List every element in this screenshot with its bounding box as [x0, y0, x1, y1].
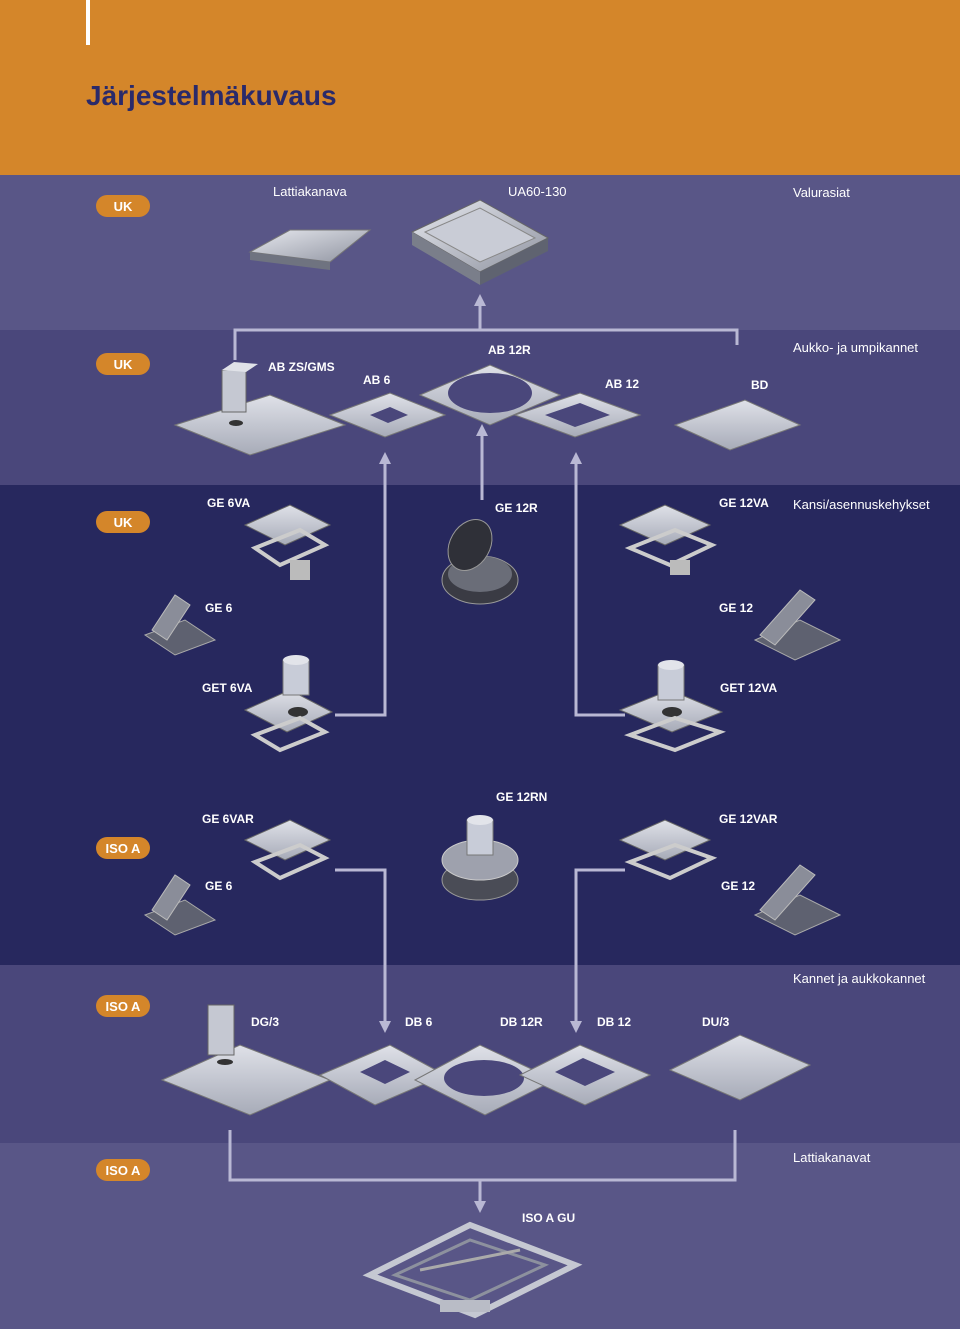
connector-right-low: [574, 868, 625, 1025]
db12-image: [518, 1044, 652, 1106]
db12r-image: [413, 1044, 557, 1116]
page-title: Järjestelmäkuvaus: [86, 80, 337, 111]
bd-label: BD: [751, 378, 769, 392]
section1-badge: UK: [96, 195, 150, 217]
ab-zs-gms-label: AB ZS/GMS: [268, 360, 335, 374]
connector-right-mid: [574, 460, 625, 717]
du3-label: DU/3: [702, 1015, 730, 1029]
section3-badge: UK: [96, 511, 150, 533]
ge12-iso-image: [753, 864, 842, 936]
connector-bottom: [228, 1130, 737, 1182]
db6-label: DB 6: [405, 1015, 433, 1029]
section-band-6: [0, 1143, 960, 1329]
ge12rn-image: [441, 815, 519, 901]
lattiakanava-image: [248, 229, 372, 270]
ab12r-image: [418, 364, 562, 426]
db12-label: DB 12: [597, 1015, 632, 1029]
ge12-label: GE 12: [719, 601, 754, 615]
ge6va-label: GE 6VA: [207, 496, 251, 510]
ab6-label: AB 6: [363, 373, 391, 387]
ge12var-label: GE 12VAR: [719, 812, 778, 826]
header-band: [0, 0, 960, 175]
ge12-iso-label: GE 12: [721, 879, 756, 893]
ge6va-image: [243, 504, 332, 580]
bd-image: [673, 399, 802, 451]
ge6-label: GE 6: [205, 601, 233, 615]
ge12va-label: GE 12VA: [719, 496, 769, 510]
iso-a-gu-label: ISO A GU: [522, 1211, 576, 1225]
section5-title: Kannet ja aukkokannet: [793, 971, 926, 986]
lattiakanava-label: Lattiakanava: [273, 184, 347, 199]
ua60-130-image: [410, 199, 550, 285]
ge6-iso-label: GE 6: [205, 879, 233, 893]
section6-badge: ISO A: [96, 1159, 150, 1181]
get12va-image: [618, 660, 726, 753]
get12va-label: GET 12VA: [720, 681, 778, 695]
db12r-label: DB 12R: [500, 1015, 543, 1029]
header-accent-bar: [86, 0, 90, 45]
connector-left-low: [335, 868, 387, 1025]
ge12r-label: GE 12R: [495, 501, 538, 515]
section2-title: Aukko- ja umpikannet: [793, 340, 919, 355]
section4-badge: ISO A: [96, 837, 150, 859]
ge6var-image: [243, 819, 332, 881]
ge12-image: [753, 589, 842, 661]
section5-badge: ISO A: [96, 995, 150, 1017]
section6-title: Lattiakanavat: [793, 1150, 871, 1165]
ab-zs-gms-image: [173, 362, 347, 456]
valurasiat-label: Valurasiat: [793, 185, 850, 200]
ge6-image: [143, 594, 217, 656]
dg3-label: DG/3: [251, 1015, 280, 1029]
ab12-image: [513, 392, 642, 438]
ge12va-image: [618, 504, 717, 575]
ge12r-image: [441, 519, 519, 605]
ab12-label: AB 12: [605, 377, 640, 391]
ge12rn-label: GE 12RN: [496, 790, 548, 804]
connector-top: [233, 328, 739, 360]
ge6-iso-image: [143, 874, 217, 936]
get6va-image: [243, 655, 334, 753]
connector-left-mid: [335, 460, 387, 717]
ge6var-label: GE 6VAR: [202, 812, 254, 826]
ge12var-image: [618, 819, 718, 881]
dg3-image: [160, 1004, 332, 1116]
ab12r-label: AB 12R: [488, 343, 531, 357]
ab6-image: [328, 392, 447, 438]
section2-badge: UK: [96, 353, 150, 375]
iso-a-gu-image: [362, 1221, 583, 1319]
ua60-130-label: UA60-130: [508, 184, 567, 199]
get6va-label: GET 6VA: [202, 681, 253, 695]
du3-image: [668, 1034, 812, 1101]
section3-title: Kansi/asennuskehykset: [793, 497, 930, 512]
